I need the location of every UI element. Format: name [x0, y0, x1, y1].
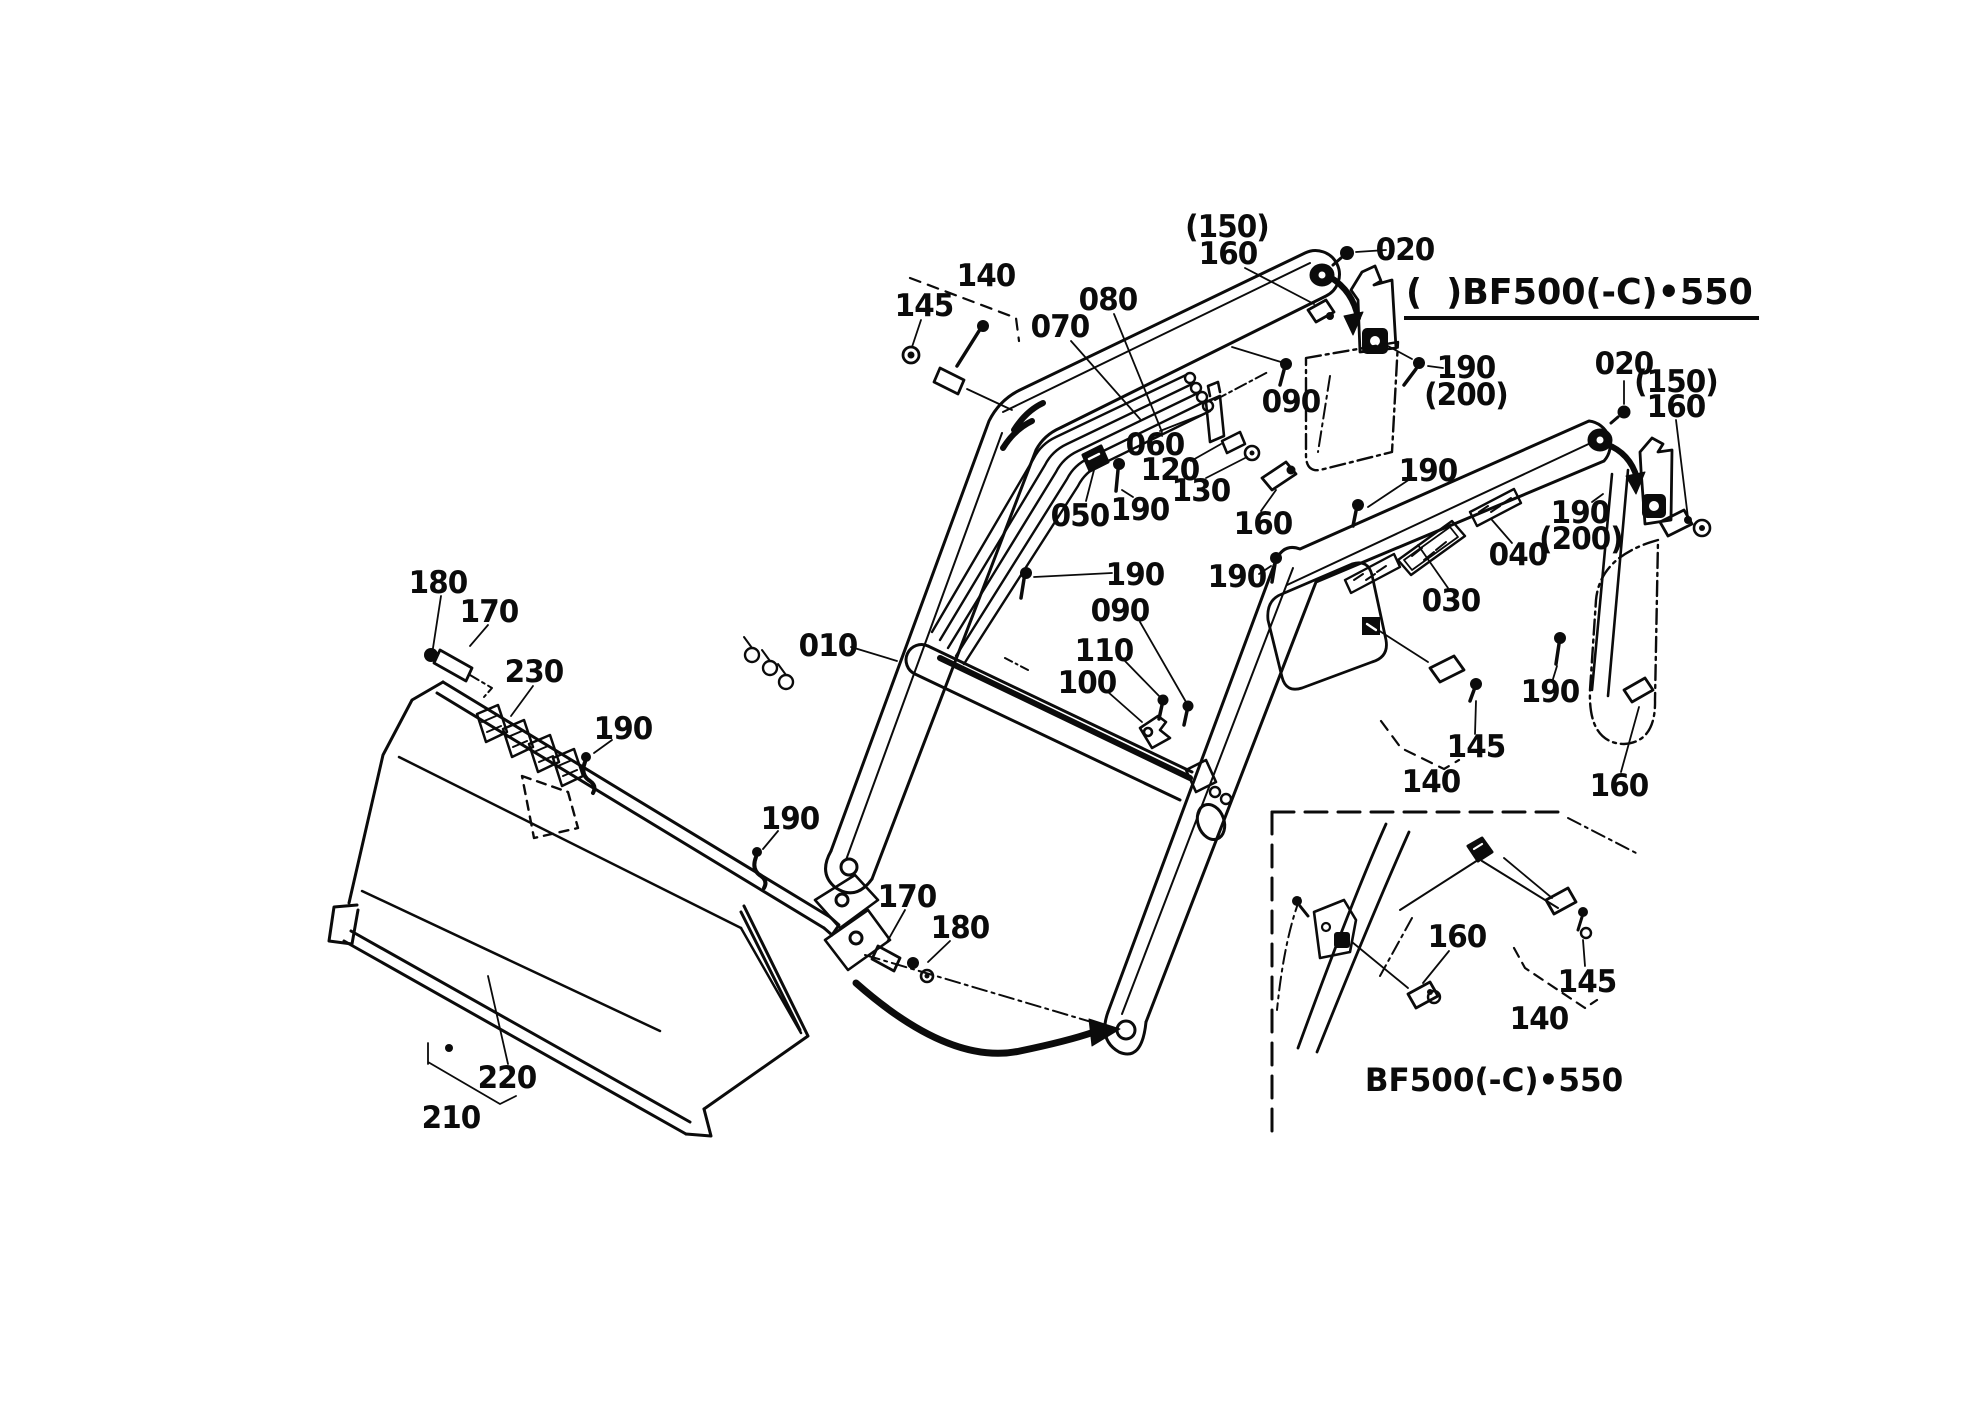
part-label-230: 230 [504, 654, 565, 690]
part-label-010: 010 [798, 628, 859, 664]
part-label-180: 180 [930, 910, 991, 946]
part-label-020: 020 [1375, 232, 1436, 268]
boom-slots [1343, 487, 1523, 595]
part-label-070: 070 [1030, 309, 1091, 345]
part-label-200: (200) [1424, 377, 1509, 413]
boom-gusset-plate [1266, 561, 1388, 691]
bucket-hinge-bracket [469, 674, 1106, 1027]
hose-clamp-parts [1081, 380, 1298, 492]
part-label-190: 190 [1520, 674, 1581, 710]
part-label-220: 220 [477, 1060, 538, 1096]
part-label-210: 210 [421, 1100, 482, 1136]
left-boom [824, 249, 1341, 895]
fastener-groups [424, 320, 1425, 984]
left-mounting-stand [1304, 246, 1400, 472]
part-label-180: 180 [408, 565, 469, 601]
part-label-190: 190 [1550, 495, 1611, 531]
part-label-130: 130 [1171, 473, 1232, 509]
part-label-030: 030 [1421, 583, 1482, 619]
part-label-050: 050 [1050, 498, 1111, 534]
part-label-190: 190 [1105, 557, 1166, 593]
part-label-190: 190 [1110, 492, 1171, 528]
part-label-145: 145 [894, 288, 955, 324]
part-label-190: 190 [1398, 453, 1459, 489]
part-label-160: 160 [1589, 768, 1650, 804]
right-mounting-stand [1377, 405, 1712, 746]
part-label-060: 060 [1125, 427, 1186, 463]
part-label-080: 080 [1078, 282, 1139, 318]
part-label-120: 120 [1140, 452, 1201, 488]
part-label-160: 160 [1233, 506, 1294, 542]
part-label-040: 040 [1488, 537, 1549, 573]
part-label-170: 170 [877, 879, 938, 915]
page-title: ( )BF500(-C)•550 [1404, 272, 1759, 320]
part-label-150: (150) [1185, 209, 1270, 245]
part-label-140: 140 [1509, 1001, 1570, 1037]
inset-caption: BF500(-C)•550 [1364, 1061, 1624, 1099]
part-label-190: 190 [593, 711, 654, 747]
part-label-190: 190 [760, 801, 821, 837]
part-label-160: 160 [1427, 919, 1488, 955]
part-label-150: (150) [1634, 364, 1719, 400]
right-boom [1103, 419, 1613, 1056]
dashed-brackets [908, 276, 1461, 771]
part-label-160: 160 [1198, 236, 1259, 272]
part-label-200: (200) [1539, 521, 1624, 557]
part-label-170: 170 [459, 594, 520, 630]
part-label-145: 145 [1446, 729, 1507, 765]
part-label-020: 020 [1594, 346, 1655, 382]
part-label-110: 110 [1074, 633, 1135, 669]
part-label-140: 140 [956, 258, 1017, 294]
bucket [327, 680, 841, 1138]
part-label-140: 140 [1401, 764, 1462, 800]
part-label-100: 100 [1057, 665, 1118, 701]
part-label-190: 190 [1436, 350, 1497, 386]
part-label-160: 160 [1646, 389, 1707, 425]
part-label-090: 090 [1090, 593, 1151, 629]
leader-lines [427, 249, 1689, 1105]
part-label-190: 190 [1207, 559, 1268, 595]
part-label-145: 145 [1557, 964, 1618, 1000]
part-label-090: 090 [1261, 384, 1322, 420]
inset-box [1270, 810, 1641, 1142]
